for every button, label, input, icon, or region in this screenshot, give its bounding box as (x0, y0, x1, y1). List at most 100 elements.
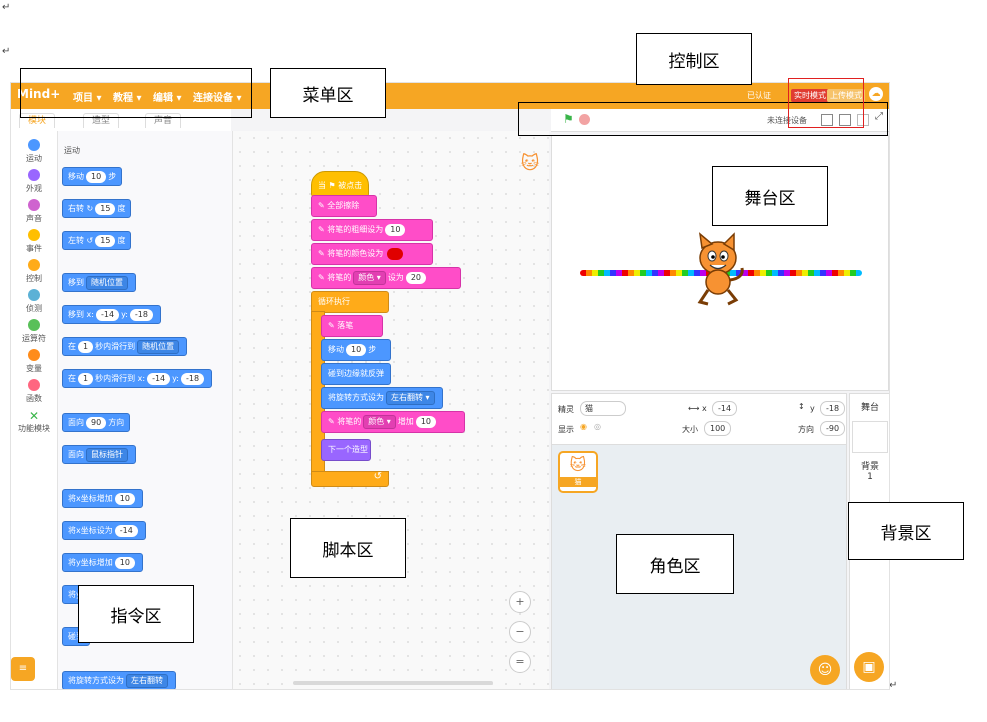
block-goto[interactable]: 移到随机位置 (62, 273, 136, 292)
paragraph-mark: ↵ (889, 680, 898, 691)
cloud-icon[interactable]: ☁ (869, 87, 883, 101)
category-sound[interactable]: 声音 (11, 199, 57, 224)
stage[interactable] (551, 135, 889, 391)
category-motion[interactable]: 运动 (11, 139, 57, 164)
script-area-label: 脚本区 (290, 518, 406, 578)
device-status: 未连接设备 (767, 116, 807, 125)
category-looks[interactable]: 外观 (11, 169, 57, 194)
horizontal-scrollbar[interactable] (293, 681, 493, 685)
zoom-reset-button[interactable]: = (509, 651, 531, 673)
block-bounce[interactable]: 碰到边缘就反弹 (321, 363, 391, 385)
sensing-dot-icon (28, 289, 40, 301)
y-input[interactable]: -18 (820, 401, 846, 416)
pen-icon: ✎ (328, 417, 338, 426)
stop-icon[interactable] (579, 114, 590, 125)
category-extensions[interactable]: ✕功能模块 (11, 409, 57, 434)
large-stage-icon[interactable] (839, 114, 851, 126)
pen-icon: ✎ (328, 321, 338, 330)
sprite-info-panel: 精灵 猫 ⟷ x -14 ↕ y -18 显示 ◉ ◎ 大小 100 方向 -9… (551, 393, 847, 445)
operators-dot-icon (28, 319, 40, 331)
tab-blocks[interactable]: 模块 (19, 113, 56, 128)
block-set-pen-color[interactable]: ✎ 将笔的颜色设为 (311, 243, 433, 265)
small-stage-icon[interactable] (821, 114, 833, 126)
category-functions[interactable]: 函数 (11, 379, 57, 404)
menu-area-outline (20, 68, 252, 118)
block-when-flag-clicked[interactable]: 当 ⚑ 被点击 (311, 171, 369, 197)
events-dot-icon (28, 229, 40, 241)
add-sprite-button[interactable]: ☺ (810, 655, 840, 685)
direction-input[interactable]: -90 (820, 421, 846, 436)
functions-dot-icon (28, 379, 40, 391)
block-set-x[interactable]: 将x坐标设为-14 (62, 521, 146, 540)
block-pen-down[interactable]: ✎ 落笔 (321, 315, 383, 337)
pen-color-swatch[interactable] (387, 247, 404, 260)
motion-dot-icon (28, 139, 40, 151)
stage-panel-title: 舞台 (860, 403, 879, 413)
background-area-label: 背景区 (848, 502, 964, 560)
block-forever[interactable]: 循环执行 (311, 291, 389, 313)
x-input[interactable]: -14 (712, 401, 738, 416)
image-add-icon: ▣ (862, 659, 876, 675)
category-events[interactable]: 事件 (11, 229, 57, 254)
backdrop-label: 背景 (860, 462, 879, 472)
hide-icon[interactable]: ◎ (594, 422, 601, 431)
cat-thumbnail-icon: 🐱 (569, 455, 587, 474)
block-rotation-style[interactable]: 将旋转方式设为左右翻转 (62, 671, 176, 689)
fullscreen-icon[interactable]: ⤢ (875, 111, 883, 122)
category-control[interactable]: 控制 (11, 259, 57, 284)
menu-edit[interactable]: 编辑 ▾ (153, 93, 182, 104)
sprite-corner-thumbnail: 🐱 (520, 153, 540, 174)
zoom-out-button[interactable]: − (509, 621, 531, 643)
block-next-costume[interactable]: 下一个造型 (321, 439, 371, 461)
variables-dot-icon (28, 349, 40, 361)
loop-arrow-icon: ↺ (373, 471, 382, 482)
y-arrow-icon: ↕ (798, 402, 805, 411)
category-sensing[interactable]: 侦测 (11, 289, 57, 314)
block-categories: 运动 外观 声音 事件 控制 侦测 运算符 变量 函数 ✕功能模块 ≡ (11, 131, 58, 689)
pen-icon: ✎ (318, 273, 328, 282)
block-pen-clear[interactable]: ✎ 全部擦除 (311, 195, 377, 217)
app-logo[interactable]: Mind+ (17, 87, 61, 101)
menu-project[interactable]: 项目 ▾ (73, 93, 102, 104)
category-variables[interactable]: 变量 (11, 349, 57, 374)
zoom-in-button[interactable]: + (509, 591, 531, 613)
cat-sprite-icon[interactable] (688, 232, 748, 308)
user-status[interactable]: 已认证 (747, 91, 771, 100)
sprite-name-input[interactable]: 猫 (580, 401, 626, 416)
sprite-name-label: 精灵 (558, 405, 574, 414)
tab-costumes[interactable]: 造型 (83, 113, 120, 128)
upload-mode-button[interactable]: 上传模式 (827, 89, 865, 102)
add-extension-icon[interactable]: ≡ (11, 657, 35, 681)
size-input[interactable]: 100 (704, 421, 732, 436)
green-flag-icon[interactable]: ⚑ (563, 112, 574, 126)
menu-connect-device[interactable]: 连接设备 ▾ (193, 93, 242, 104)
sprite-thumbnail[interactable]: 🐱 猫 (558, 451, 598, 493)
size-label: 大小 (682, 425, 698, 434)
pen-icon: ✎ (318, 225, 328, 234)
block-rotation-style[interactable]: 将旋转方式设为左右翻转 ▾ (321, 387, 443, 409)
stage-area-label: 舞台区 (712, 166, 828, 226)
realtime-mode-button[interactable]: 实时模式 (791, 89, 829, 102)
stage-thumbnail[interactable] (852, 421, 888, 453)
editor-tabs: 模块 造型 声音 (11, 109, 231, 132)
category-operators[interactable]: 运算符 (11, 319, 57, 344)
tab-sounds[interactable]: 声音 (145, 113, 182, 128)
show-visible-icon[interactable]: ◉ (580, 422, 587, 431)
menu-tutorial[interactable]: 教程 ▾ (113, 93, 142, 104)
add-backdrop-button[interactable]: ▣ (854, 652, 884, 682)
block-point-towards[interactable]: 面向鼠标指针 (62, 445, 136, 464)
